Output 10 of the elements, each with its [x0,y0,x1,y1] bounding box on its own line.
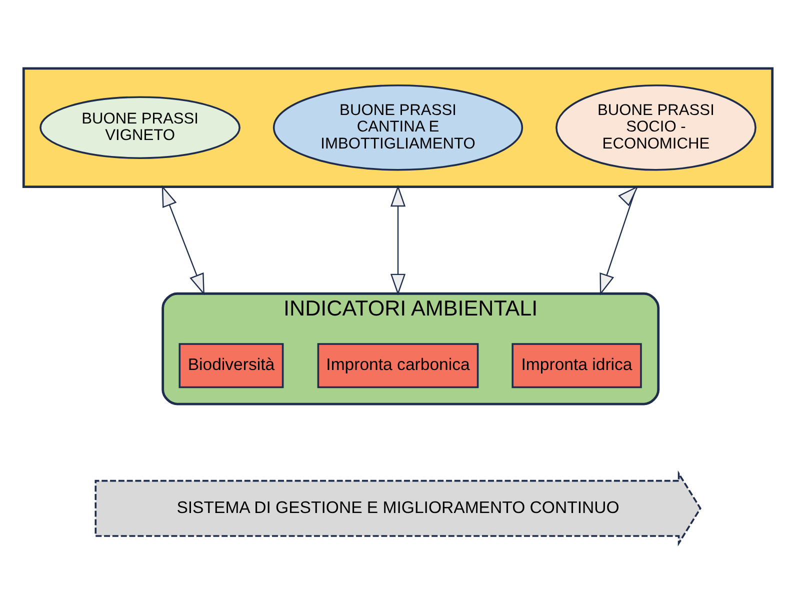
node-ellipse: BUONE PRASSI VIGNETO [39,96,240,158]
arrow [599,185,638,295]
node-ellipse: BUONE PRASSI SOCIO - ECONOMICHE [555,84,756,170]
arrow [390,184,406,295]
cluster [22,66,774,188]
node-box: Impronta idrica [511,342,642,388]
node-box: Impronta carbonica [316,342,478,388]
node-box: Biodiversità [178,342,284,388]
node-ellipse: BUONE PRASSI CANTINA E IMBOTTIGLIAMENTO [272,84,523,170]
arrow [161,184,204,295]
